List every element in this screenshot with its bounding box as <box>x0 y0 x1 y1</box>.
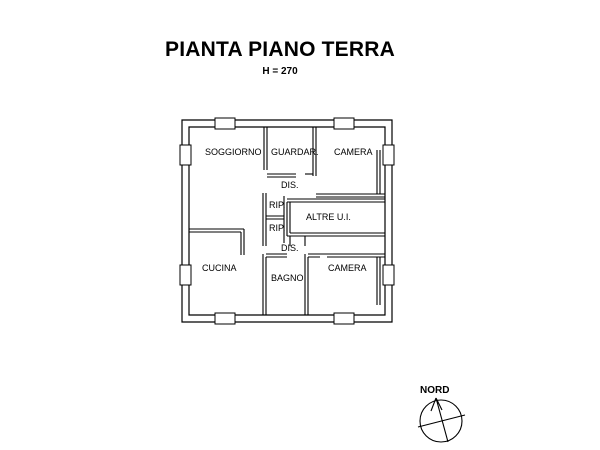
room-label-camera-top: CAMERA <box>334 147 373 157</box>
wall-bagno-camera <box>304 253 385 315</box>
window <box>214 117 236 130</box>
room-label-soggiorno: SOGGIORNO <box>205 147 262 157</box>
wall-bagno-top <box>266 253 287 258</box>
room-label-dis-bottom: DIS. <box>281 243 299 253</box>
window <box>382 264 395 286</box>
compass-label: NORD <box>420 385 449 396</box>
wall-soggiorno-cucina <box>189 228 245 255</box>
room-label-cucina: CUCINA <box>202 263 237 273</box>
wall-altre-ui <box>286 198 385 237</box>
room-label-camera-bottom: CAMERA <box>328 263 367 273</box>
room-label-rip-top: RIP. <box>269 200 285 210</box>
wall-camera-top-bottom <box>316 193 385 198</box>
ceiling-height: H = 270 <box>262 66 298 77</box>
window <box>179 264 192 286</box>
wall-cucina-right <box>262 254 267 315</box>
wall-camera-top-left <box>376 150 381 194</box>
wall-soggiorno-guardaroba <box>263 127 268 170</box>
room-label-dis-top: DIS. <box>281 180 299 190</box>
compass-north-arrow <box>430 397 449 443</box>
wall-camera-bottom-right <box>376 257 381 305</box>
outer-wall <box>181 119 393 323</box>
room-label-guardaroba: GUARDAR. <box>271 147 319 157</box>
wall-guardaroba-camera <box>312 127 317 176</box>
window <box>333 117 355 130</box>
windows <box>179 117 395 325</box>
window <box>214 312 236 325</box>
outer-walls <box>181 119 393 323</box>
page-title: PIANTA PIANO TERRA <box>165 38 395 61</box>
room-label-altre-ui: ALTRE U.I. <box>306 212 351 222</box>
wall-dis-bottom <box>289 236 306 246</box>
window <box>179 144 192 166</box>
wall-guardaroba-bottom <box>267 173 296 178</box>
room-label-rip-bottom: RIP. <box>269 223 285 233</box>
room-label-bagno: BAGNO <box>271 273 304 283</box>
window <box>333 312 355 325</box>
window <box>382 144 395 166</box>
interior-walls <box>189 127 385 315</box>
compass-circle <box>419 399 463 443</box>
compass: NORD <box>417 385 466 443</box>
compass-cross-line <box>417 414 466 428</box>
wall-rip <box>262 193 285 246</box>
